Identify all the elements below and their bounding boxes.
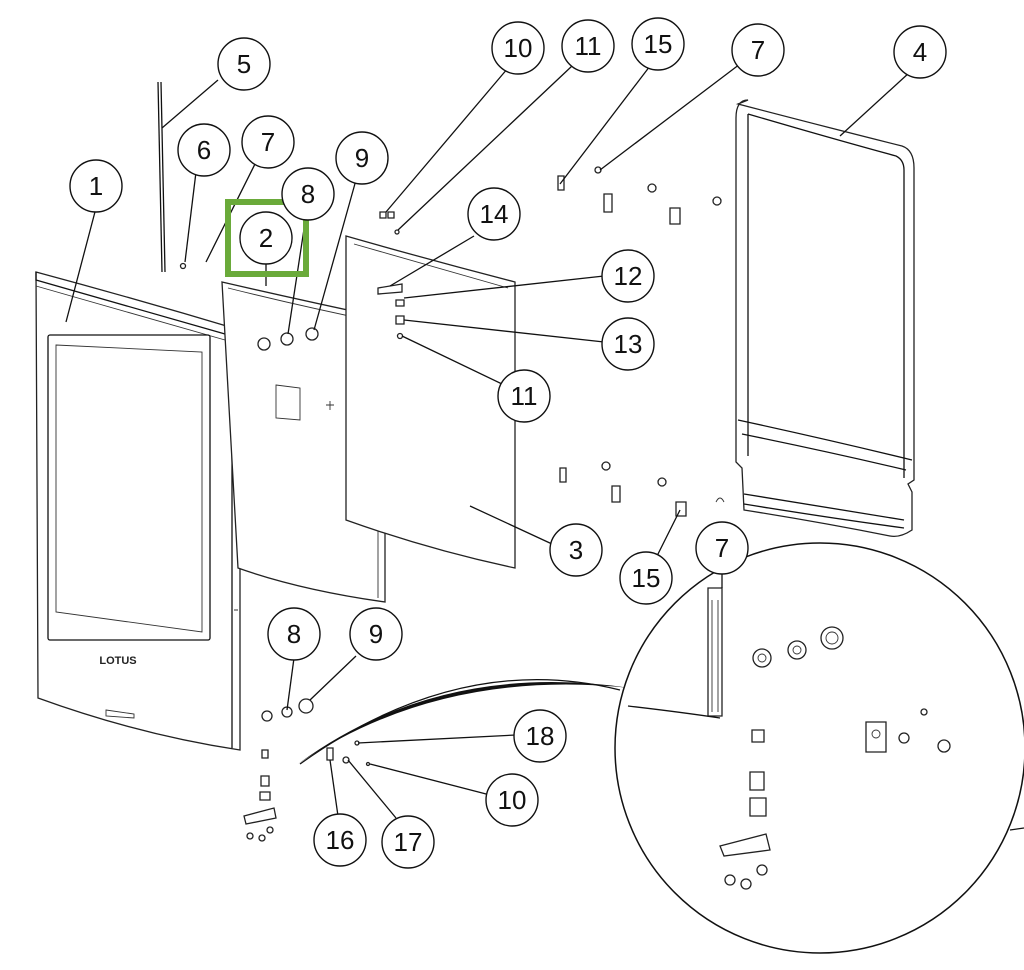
- callout-label: 17: [394, 827, 423, 857]
- hinge-hardware-left: [243, 698, 371, 842]
- callout-label: 11: [575, 31, 602, 61]
- callout-label: 8: [287, 619, 301, 649]
- glass-panel-part: [345, 235, 516, 569]
- callout-label: 9: [369, 619, 383, 649]
- callout-12: 12: [601, 249, 655, 303]
- callout-label: 5: [237, 49, 251, 79]
- callout-label: 1: [89, 171, 103, 201]
- hinge-hardware-bottom: [559, 461, 725, 517]
- callout-label: 10: [498, 785, 527, 815]
- callout-6: 6: [177, 123, 231, 177]
- callout-label: 3: [569, 535, 583, 565]
- callout-17: 17: [381, 815, 435, 869]
- callout-label: 11: [511, 381, 538, 411]
- callout-7-top-right: 7: [731, 23, 785, 77]
- callout-label: 2: [259, 223, 273, 253]
- callout-10-bottom: 10: [485, 773, 539, 827]
- callout-2: 2: [239, 211, 293, 265]
- callout-label: 7: [261, 127, 275, 157]
- callout-18: 18: [513, 709, 567, 763]
- callout-label: 10: [504, 33, 533, 63]
- highlight-box: [225, 199, 309, 277]
- callout-14: 14: [467, 187, 521, 241]
- callout-4: 4: [893, 25, 947, 79]
- callout-7-top-left: 7: [241, 115, 295, 169]
- door-frame-part: LOTUS: [35, 271, 241, 751]
- callout-10-top: 10: [491, 21, 545, 75]
- callout-1: 1: [69, 159, 123, 213]
- callout-label: 6: [197, 135, 211, 165]
- callout-16: 16: [313, 813, 367, 867]
- callout-7-detail: 7: [695, 521, 749, 575]
- gasket-part: [735, 99, 915, 538]
- callout-label: 7: [715, 533, 729, 563]
- callout-3: 3: [549, 523, 603, 577]
- callout-label: 4: [913, 37, 927, 67]
- callout-label: 15: [644, 29, 673, 59]
- callout-label: 12: [614, 261, 643, 291]
- callout-5: 5: [217, 37, 271, 91]
- callout-label: 7: [751, 35, 765, 65]
- callout-label: 16: [326, 825, 355, 855]
- callout-label: 13: [614, 329, 643, 359]
- callout-15-top: 15: [631, 17, 685, 71]
- callout-9-top: 9: [335, 131, 389, 185]
- hinge-hardware-top: [377, 166, 722, 340]
- detail-magnifier: [298, 542, 1024, 954]
- callout-15-bottom: 15: [619, 551, 673, 605]
- callout-label: 9: [355, 143, 369, 173]
- callout-label: 18: [526, 721, 555, 751]
- callout-9-bottom: 9: [349, 607, 403, 661]
- callout-label: 14: [480, 199, 509, 229]
- leader-lines: [65, 63, 911, 819]
- door-plate-part: [221, 281, 386, 603]
- rod-part: [157, 81, 187, 273]
- callout-label: 8: [301, 179, 315, 209]
- callout-8-top: 8: [281, 167, 335, 221]
- callout-11-top: 11: [561, 19, 615, 73]
- callout-13: 13: [601, 317, 655, 371]
- brand-label: LOTUS: [99, 655, 136, 667]
- callout-8-bottom: 8: [267, 607, 321, 661]
- callout-11-middle: 11: [497, 369, 551, 423]
- callout-label: 15: [632, 563, 661, 593]
